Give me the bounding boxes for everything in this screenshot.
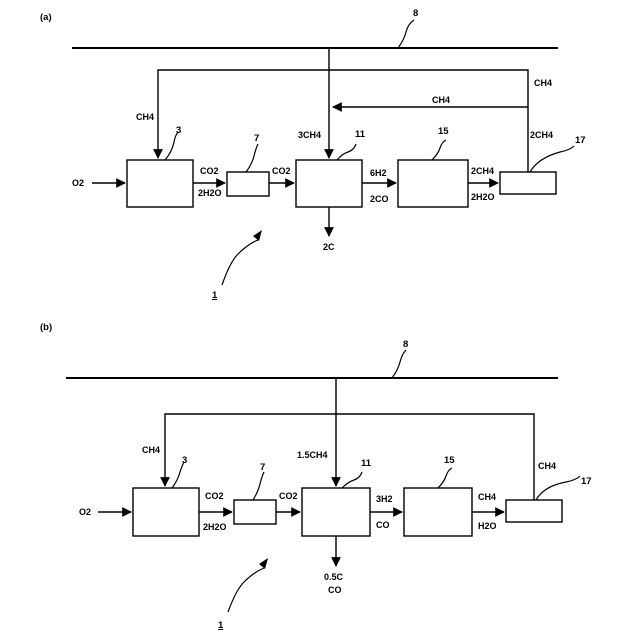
- reactor-11-box: [296, 160, 362, 207]
- flow-15-to-17-ch4-b: CH4: [478, 492, 496, 502]
- reactor-3-ref-b: 3: [182, 455, 187, 466]
- carbon-outlet-label: 2C: [323, 242, 335, 252]
- ch4-recycle-loop-b: [165, 414, 534, 500]
- flow-3-to-7-h2o-b: 2H2O: [203, 522, 227, 532]
- flow-3-to-7-co2: CO2: [200, 166, 219, 176]
- reactor-11-ref-leader: [337, 144, 356, 160]
- pipeline-ref-leader: [398, 20, 414, 48]
- pipeline-ref-leader-b: [392, 350, 406, 378]
- reactor-11-box-b: [302, 488, 370, 536]
- unit-7-box: [227, 172, 269, 196]
- panel-b: (b) 8 3 7 11 15 17 O2 CO2 2H2O CO2: [40, 322, 592, 631]
- reactor-3-ref: 3: [176, 125, 181, 136]
- flow-15-to-17-h2o-b: H2O: [478, 521, 497, 531]
- flow-11-to-15-co-b: CO: [376, 520, 390, 530]
- reactor-3-box: [127, 160, 193, 207]
- unit-17-ref-leader: [530, 146, 574, 172]
- reactor-11-ref-b: 11: [361, 458, 372, 469]
- pipeline-ref-label-b: 8: [403, 339, 408, 350]
- unit-7-box-b: [234, 500, 276, 524]
- unit-17-ref: 17: [575, 135, 586, 146]
- carbon-outlet-label-b: 0.5C: [324, 572, 344, 582]
- o2-inlet-label-b: O2: [79, 507, 91, 517]
- reactor-11-ref: 11: [355, 129, 366, 140]
- co-outlet-label-b: CO: [328, 585, 342, 595]
- pipeline-to-11-label-b: 1.5CH4: [297, 450, 328, 460]
- ch4-branch-label: CH4: [432, 95, 450, 105]
- reactor-3-ref-leader: [165, 132, 178, 160]
- unit-7-ref-b: 7: [260, 462, 265, 473]
- unit-7-ref-leader: [246, 144, 258, 172]
- ch4-to-3-label-b: CH4: [142, 445, 160, 455]
- reactor-15-ref-leader: [432, 140, 446, 160]
- flow-11-to-15-co: 2CO: [370, 194, 389, 204]
- reactor-15-box-b: [404, 488, 472, 536]
- ch4-return-label-b: CH4: [538, 461, 556, 471]
- flow-3-to-7-h2o: 2H2O: [198, 188, 222, 198]
- flow-3-to-7-co2-b: CO2: [205, 491, 224, 501]
- flow-7-to-11-co2: CO2: [272, 166, 291, 176]
- flow-7-to-11-co2-b: CO2: [279, 491, 298, 501]
- unit-17-ref-leader-b: [536, 476, 580, 500]
- ch4-recycle-loop: [158, 70, 528, 172]
- unit-17-box-b: [506, 500, 562, 522]
- system-ref-leader-b: [228, 568, 264, 612]
- panel-a-label: (a): [40, 12, 52, 23]
- system-ref: 1: [212, 290, 218, 301]
- ch4-from-17-label: 2CH4: [530, 130, 553, 140]
- flow-15-to-17-h2o: 2H2O: [471, 192, 495, 202]
- reactor-15-ref: 15: [438, 126, 449, 137]
- system-ref-b: 1: [218, 620, 224, 631]
- unit-17-box: [500, 172, 556, 194]
- unit-17-ref-b: 17: [581, 476, 592, 487]
- system-ref-leader: [222, 240, 258, 285]
- o2-inlet-label: O2: [72, 178, 84, 188]
- reactor-15-ref-b: 15: [444, 455, 455, 466]
- panel-b-label: (b): [40, 322, 52, 333]
- reactor-15-box: [398, 160, 468, 207]
- ch4-to-3-label: CH4: [136, 112, 154, 122]
- flow-11-to-15-h2-b: 3H2: [376, 494, 393, 504]
- system-ref-arrowhead-b: [259, 558, 268, 569]
- system-ref-arrowhead: [253, 230, 262, 241]
- panel-a: (a) 8 3 7 11 15 17 O2 CO2 2H2O CO2: [40, 8, 586, 301]
- pipeline-to-11-label: 3CH4: [298, 130, 321, 140]
- reactor-3-box-b: [133, 488, 199, 536]
- reactor-15-ref-leader-b: [438, 468, 452, 488]
- pipeline-ref-label: 8: [413, 8, 418, 19]
- ch4-return-top-label: CH4: [534, 78, 552, 88]
- flow-11-to-15-h2: 6H2: [370, 168, 387, 178]
- unit-7-ref-leader-b: [253, 472, 264, 500]
- flow-15-to-17-ch4: 2CH4: [471, 166, 494, 176]
- reactor-11-ref-leader-b: [342, 472, 362, 488]
- unit-7-ref: 7: [254, 133, 259, 144]
